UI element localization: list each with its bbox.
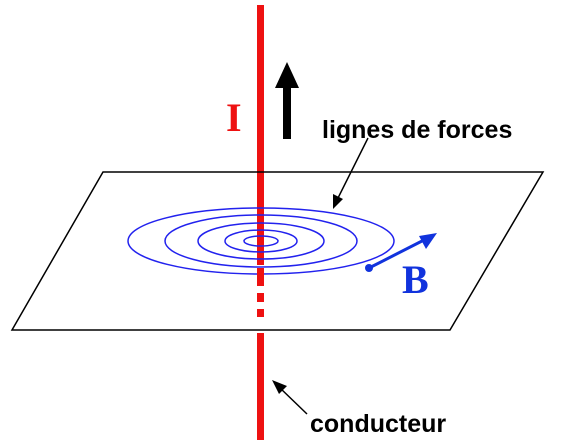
field-line-ring [243, 235, 279, 247]
conductor-pointer [272, 380, 308, 415]
field-line-ring [164, 214, 358, 268]
field-line-ring [224, 229, 298, 253]
conductor-lower-segment [257, 333, 264, 440]
conductor-under-plane-segment [257, 268, 264, 286]
conductor-upper-segment [257, 5, 264, 265]
conductor-label: conducteur [310, 410, 446, 438]
field-lines-label: lignes de forces [322, 116, 512, 144]
field-vector-head [419, 233, 437, 249]
field-vector-arrow [365, 233, 437, 272]
field-lines-pointer-head [333, 194, 343, 209]
horizontal-plane [10, 171, 545, 331]
field-vector-origin-dot [365, 264, 373, 272]
conductor-under-plane-segment [257, 293, 264, 302]
field-lines [127, 207, 395, 275]
conductor-under-plane-segment [257, 309, 264, 317]
field-lines-pointer [333, 137, 369, 209]
current-arrow [275, 62, 299, 139]
field-vector-shaft [368, 238, 425, 270]
conductor-pointer-line [278, 386, 308, 415]
field-line-ring [197, 222, 325, 260]
field-label: B [402, 257, 429, 302]
conductor-pointer-head [272, 380, 287, 394]
current-arrow-head [275, 62, 299, 88]
field-lines-pointer-line [336, 137, 369, 201]
current-arrow-shaft [283, 84, 291, 139]
current-label: I [226, 95, 242, 140]
